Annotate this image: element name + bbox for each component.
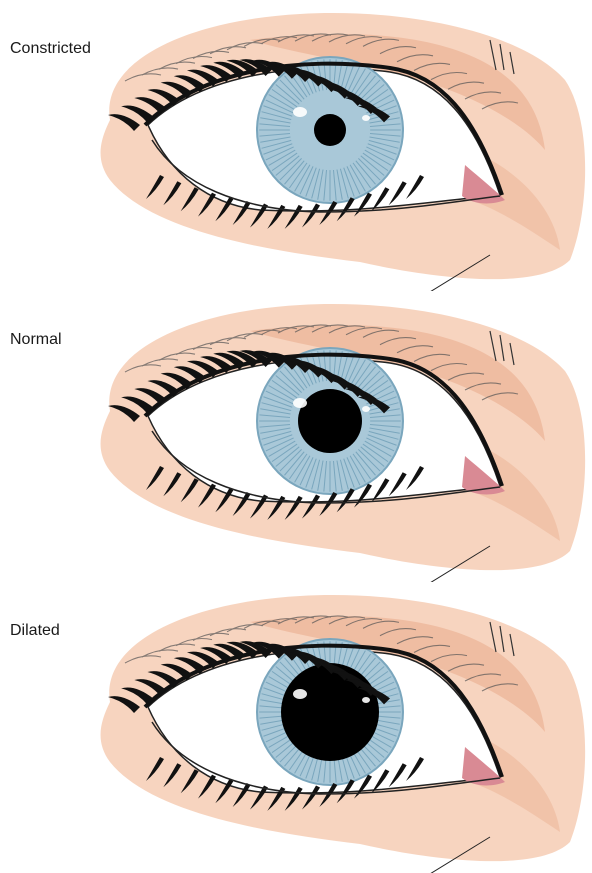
eye-illustration-dilated [0,582,592,873]
panel-constricted: Constricted [0,0,592,291]
highlight-small-dilated [362,697,370,703]
highlight-small-constricted [362,115,370,121]
eye-illustration-constricted [0,0,592,291]
pupil-normal [298,389,362,453]
pupil-dilated [281,663,379,761]
highlight-dilated [293,689,307,699]
panel-dilated: Dilated [0,582,592,873]
eye-illustration-normal [0,291,592,582]
panel-normal: Normal [0,291,592,582]
pupil-constricted [314,114,346,146]
highlight-constricted [293,107,307,117]
highlight-small-normal [362,406,370,412]
highlight-normal [293,398,307,408]
